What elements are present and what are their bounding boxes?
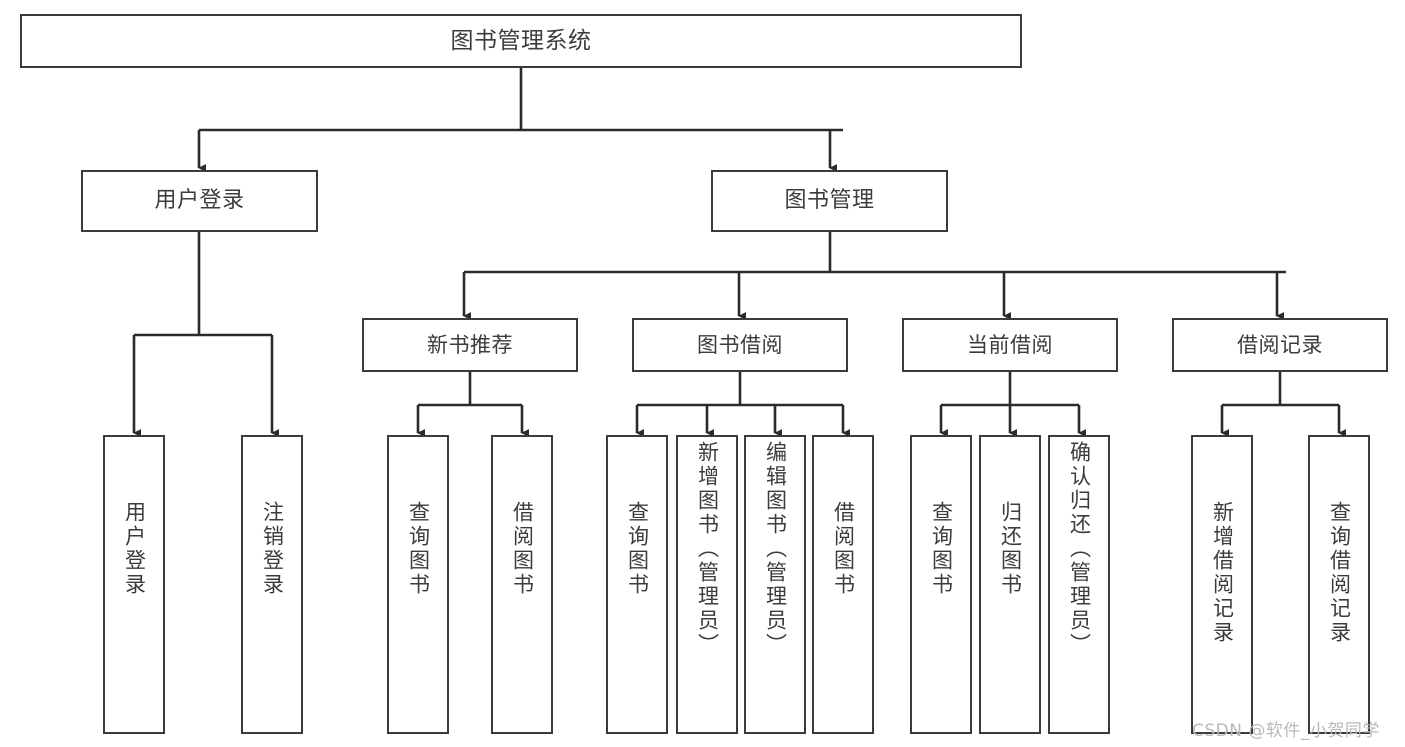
node-current-borrow[interactable]: 当前借阅 — [902, 318, 1118, 372]
node-book-borrow[interactable]: 图书借阅 — [632, 318, 848, 372]
node-new-book-recommend[interactable]: 新书推荐 — [362, 318, 578, 372]
node-label: 图书管理系统 — [450, 27, 592, 54]
node-root-book-management-system[interactable]: 图书管理系统 — [20, 14, 1022, 68]
node-label: 确认归还（管理员） — [1067, 441, 1092, 657]
node-label: 查询图书 — [929, 501, 954, 597]
node-leaf-query-book-current[interactable]: 查询图书 — [910, 435, 972, 734]
node-label: 查询图书 — [406, 501, 431, 597]
node-leaf-user-logout[interactable]: 注销登录 — [241, 435, 303, 734]
node-leaf-borrow-book[interactable]: 借阅图书 — [812, 435, 874, 734]
node-leaf-add-borrow-record[interactable]: 新增借阅记录 — [1191, 435, 1253, 734]
node-leaf-return-book[interactable]: 归还图书 — [979, 435, 1041, 734]
node-label: 新书推荐 — [427, 332, 513, 357]
node-leaf-confirm-return[interactable]: 确认归还（管理员） — [1048, 435, 1110, 734]
csdn-watermark: CSDN @软件_小贺同学 — [1192, 721, 1380, 741]
node-label: 当前借阅 — [967, 332, 1053, 357]
node-label: 归还图书 — [998, 501, 1023, 597]
node-leaf-query-book-borrow[interactable]: 查询图书 — [606, 435, 668, 734]
node-label: 注销登录 — [260, 501, 285, 597]
node-user-login[interactable]: 用户登录 — [81, 170, 318, 232]
node-label: 用户登录 — [122, 501, 147, 597]
node-book-manage[interactable]: 图书管理 — [711, 170, 948, 232]
node-leaf-add-book[interactable]: 新增图书（管理员） — [676, 435, 738, 734]
node-label: 用户登录 — [154, 188, 245, 214]
node-label: 借阅记录 — [1237, 332, 1323, 357]
node-label: 图书借阅 — [697, 332, 783, 357]
node-label: 借阅图书 — [510, 501, 535, 597]
node-borrow-record[interactable]: 借阅记录 — [1172, 318, 1388, 372]
node-leaf-borrow-book-recommend[interactable]: 借阅图书 — [491, 435, 553, 734]
node-label: 编辑图书（管理员） — [763, 441, 788, 657]
node-label: 新增图书（管理员） — [695, 441, 720, 657]
node-label: 新增借阅记录 — [1210, 501, 1235, 645]
node-label: 图书管理 — [784, 188, 875, 214]
node-leaf-query-book-recommend[interactable]: 查询图书 — [387, 435, 449, 734]
node-label: 查询图书 — [625, 501, 650, 597]
node-leaf-user-login[interactable]: 用户登录 — [103, 435, 165, 734]
node-leaf-query-borrow-record[interactable]: 查询借阅记录 — [1308, 435, 1370, 734]
node-label: 查询借阅记录 — [1327, 501, 1352, 645]
node-leaf-edit-book[interactable]: 编辑图书（管理员） — [744, 435, 806, 734]
node-label: 借阅图书 — [831, 501, 856, 597]
